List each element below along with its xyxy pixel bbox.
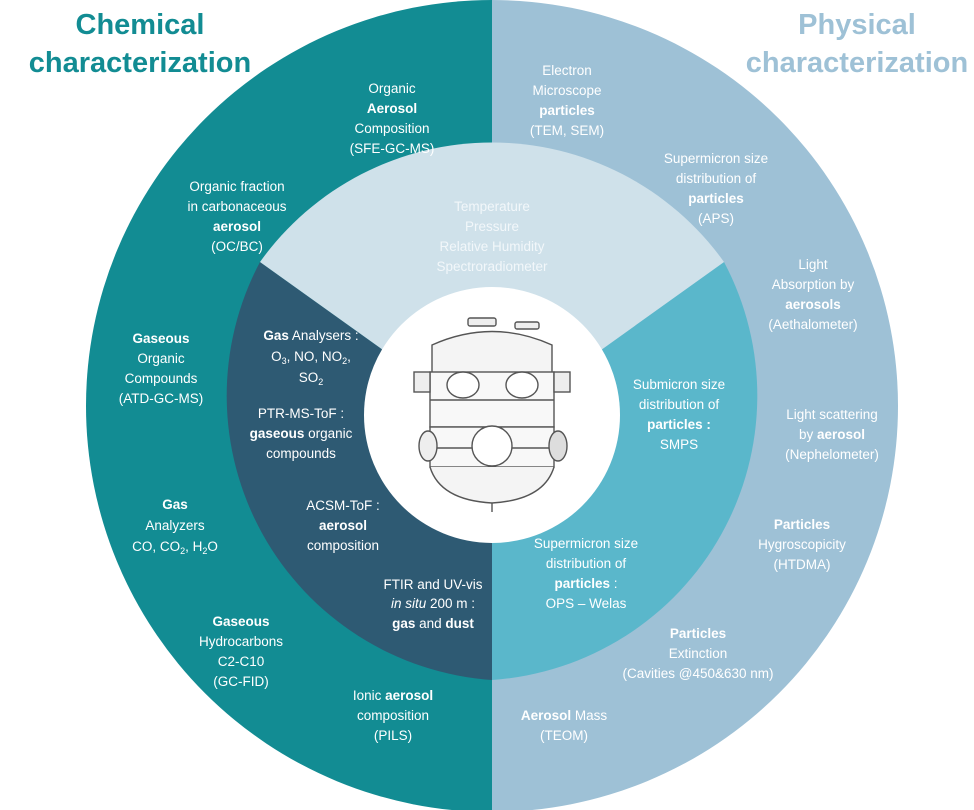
smps-line4: SMPS bbox=[660, 437, 698, 452]
smps-line1: Submicron size bbox=[633, 377, 725, 392]
light-scattering-line3: (Nephelometer) bbox=[785, 447, 879, 462]
gas-analyzers-line2: Analyzers bbox=[145, 518, 205, 533]
gaseous-organic-compounds-label: Gaseous Organic Compounds (ATD-GC-MS) bbox=[119, 331, 203, 406]
organic-fraction-line1: Organic fraction bbox=[189, 179, 284, 194]
acsm-tof-line3: composition bbox=[307, 538, 379, 553]
ftir-line2: in situ 200 m : bbox=[391, 596, 475, 611]
smps-label: Submicron size distribution of particles… bbox=[633, 377, 725, 452]
aerosol-mass-label: Aerosol Mass (TEOM) bbox=[521, 708, 608, 743]
gas-analyzers-label: Gas Analyzers CO, CO2, H2O bbox=[132, 497, 218, 556]
organic-fraction-line4: (OC/BC) bbox=[211, 239, 263, 254]
physical-inner-sector bbox=[492, 262, 758, 680]
particles-extinction-line3: (Cavities @450&630 nm) bbox=[622, 666, 773, 681]
particles-extinction-line1: Particles bbox=[670, 626, 726, 641]
ops-welas-line2: distribution of bbox=[546, 556, 627, 571]
ops-welas-line1: Supermicron size bbox=[534, 536, 638, 551]
organic-fraction-label: Organic fraction in carbonaceous aerosol… bbox=[187, 179, 286, 254]
organic-aerosol-line2: Aerosol bbox=[367, 101, 417, 116]
physical-heading-line2: characterization bbox=[746, 47, 968, 79]
aps-line3: particles bbox=[688, 191, 744, 206]
ionic-aerosol-line2: composition bbox=[357, 708, 429, 723]
aps-line1: Supermicron size bbox=[664, 151, 768, 166]
light-absorption-label: Light Absorption by aerosols (Aethalomet… bbox=[768, 257, 857, 332]
organic-aerosol-line4: (SFE-GC-MS) bbox=[350, 141, 435, 156]
electron-microscope-line4: (TEM, SEM) bbox=[530, 123, 604, 138]
ops-welas-line4: OPS – Welas bbox=[546, 596, 627, 611]
ionic-aerosol-label: Ionic aerosol composition (PILS) bbox=[353, 688, 433, 743]
light-absorption-line2: Absorption by bbox=[772, 277, 855, 292]
light-scattering-line1: Light scattering bbox=[786, 407, 878, 422]
chemical-heading-line1: Chemical bbox=[76, 9, 205, 41]
smps-line2: distribution of bbox=[639, 397, 720, 412]
ops-welas-line3: particles : bbox=[554, 576, 617, 591]
aerosol-mass-line2: (TEOM) bbox=[540, 728, 588, 743]
organic-aerosol-line3: Composition bbox=[354, 121, 429, 136]
light-scattering-line2: by aerosol bbox=[799, 427, 865, 442]
ptr-ms-tof-line2: gaseous organic bbox=[250, 426, 353, 441]
aps-line2: distribution of bbox=[676, 171, 757, 186]
gas-analysers-line1: Gas Analysers : bbox=[263, 328, 358, 343]
light-scattering-label: Light scattering by aerosol (Nephelomete… bbox=[785, 407, 879, 462]
organic-aerosol-line1: Organic bbox=[368, 81, 416, 96]
ops-welas-label: Supermicron size distribution of particl… bbox=[534, 536, 638, 611]
gaseous-hydrocarbons-line1: Gaseous bbox=[212, 614, 269, 629]
gaseous-organic-line4: (ATD-GC-MS) bbox=[119, 391, 203, 406]
ptr-ms-tof-label: PTR-MS-ToF : gaseous organic compounds bbox=[250, 406, 353, 461]
gas-analysers-label: Gas Analysers : O3, NO, NO2, SO2 bbox=[263, 328, 358, 387]
gas-analyzers-line1: Gas bbox=[162, 497, 188, 512]
ftir-uv-vis-label: FTIR and UV-vis in situ 200 m : gas and … bbox=[383, 577, 482, 631]
gaseous-hydrocarbons-line3: C2-C10 bbox=[218, 654, 265, 669]
electron-microscope-line3: particles bbox=[539, 103, 595, 118]
light-absorption-line1: Light bbox=[798, 257, 828, 272]
gaseous-hydrocarbons-line4: (GC-FID) bbox=[213, 674, 268, 689]
electron-microscope-line2: Microscope bbox=[532, 83, 601, 98]
organic-aerosol-composition-label: Organic Aerosol Composition (SFE-GC-MS) bbox=[350, 81, 435, 156]
gaseous-organic-line1: Gaseous bbox=[132, 331, 189, 346]
ionic-aerosol-line1: Ionic aerosol bbox=[353, 688, 433, 703]
environment-spectroradiometer: Spectroradiometer bbox=[436, 259, 548, 274]
physical-heading-line1: Physical bbox=[798, 9, 916, 41]
ionic-aerosol-line3: (PILS) bbox=[374, 728, 412, 743]
environment-sector bbox=[260, 142, 724, 428]
electron-microscope-label: Electron Microscope particles (TEM, SEM) bbox=[530, 63, 604, 138]
ptr-ms-tof-line3: compounds bbox=[266, 446, 336, 461]
particles-hygroscopicity-line1: Particles bbox=[774, 517, 830, 532]
ptr-ms-tof-line1: PTR-MS-ToF : bbox=[258, 406, 344, 421]
particles-hygroscopicity-line3: (HTDMA) bbox=[774, 557, 831, 572]
environment-temperature: Temperature bbox=[454, 199, 530, 214]
gaseous-hydrocarbons-label: Gaseous Hydrocarbons C2-C10 (GC-FID) bbox=[199, 614, 283, 689]
environment-pressure: Pressure bbox=[465, 219, 519, 234]
particles-hygroscopicity-label: Particles Hygroscopicity (HTDMA) bbox=[758, 517, 846, 572]
gaseous-hydrocarbons-line2: Hydrocarbons bbox=[199, 634, 283, 649]
organic-fraction-line3: aerosol bbox=[213, 219, 261, 234]
acsm-tof-label: ACSM-ToF : aerosol composition bbox=[306, 498, 380, 553]
chamber-icon bbox=[413, 317, 571, 512]
acsm-tof-line2: aerosol bbox=[319, 518, 367, 533]
chemical-heading-line2: characterization bbox=[29, 47, 251, 79]
particles-hygroscopicity-line2: Hygroscopicity bbox=[758, 537, 846, 552]
electron-microscope-line1: Electron bbox=[542, 63, 592, 78]
gas-analyzers-line3: CO, CO2, H2O bbox=[132, 539, 218, 556]
aps-line4: (APS) bbox=[698, 211, 734, 226]
gas-analysers-line2: O3, NO, NO2, bbox=[271, 349, 351, 366]
smps-line3: particles : bbox=[647, 417, 711, 432]
light-absorption-line3: aerosols bbox=[785, 297, 841, 312]
acsm-tof-line1: ACSM-ToF : bbox=[306, 498, 380, 513]
organic-fraction-line2: in carbonaceous bbox=[187, 199, 286, 214]
gas-analysers-line3: SO2 bbox=[299, 370, 324, 387]
gaseous-organic-line2: Organic bbox=[137, 351, 185, 366]
gaseous-organic-line3: Compounds bbox=[125, 371, 198, 386]
light-absorption-line4: (Aethalometer) bbox=[768, 317, 857, 332]
particles-extinction-line2: Extinction bbox=[669, 646, 728, 661]
aps-label: Supermicron size distribution of particl… bbox=[664, 151, 768, 226]
chemical-inner-sector bbox=[226, 262, 493, 680]
ftir-line1: FTIR and UV-vis bbox=[383, 577, 482, 592]
environment-label: Temperature Pressure Relative Humidity S… bbox=[436, 199, 548, 274]
particles-extinction-label: Particles Extinction (Cavities @450&630 … bbox=[622, 626, 773, 681]
aerosol-mass-line1: Aerosol Mass bbox=[521, 708, 608, 723]
environment-humidity: Relative Humidity bbox=[439, 239, 544, 254]
ftir-line3: gas and dust bbox=[392, 616, 474, 631]
